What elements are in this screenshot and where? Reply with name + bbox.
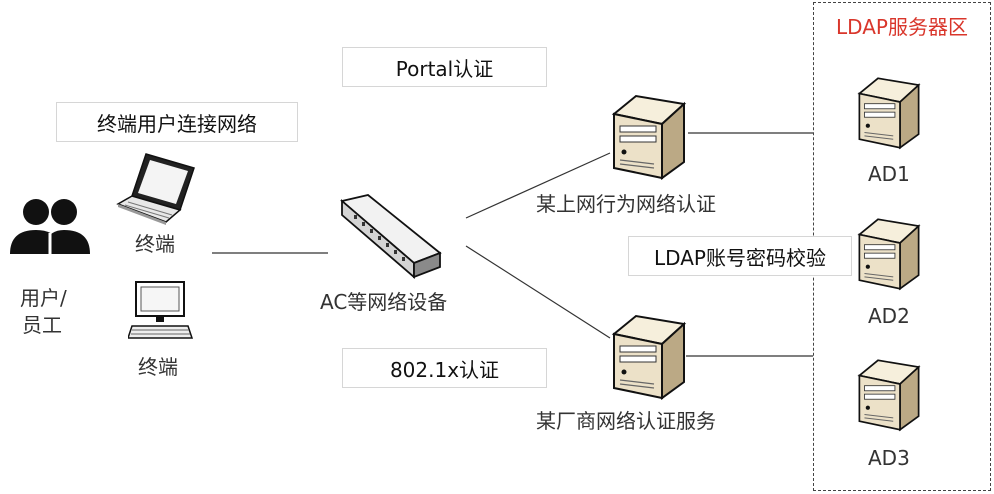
desktop-icon (128, 281, 194, 339)
user-label-line2: 员工 (22, 313, 62, 337)
desktop-terminal-label: 终端 (138, 355, 178, 379)
portal-auth-box: Portal认证 (342, 47, 547, 87)
ldap-check-box: LDAP账号密码校验 (628, 236, 852, 276)
ldap-zone-title: LDAP服务器区 (836, 15, 968, 39)
server-icon (611, 314, 687, 400)
ad2-label: AD2 (868, 304, 910, 328)
user-label-line1: 用户/ (20, 286, 67, 310)
behavior-auth-label: 某上网行为网络认证 (536, 192, 716, 216)
server-icon (857, 77, 921, 150)
server-icon (857, 359, 921, 432)
server-icon (611, 94, 687, 180)
terminal-connect-box: 终端用户连接网络 (56, 102, 298, 142)
dot1x-auth-box: 802.1x认证 (342, 348, 547, 388)
laptop-terminal-label: 终端 (135, 232, 175, 256)
ac-to-behavior-server-line (465, 152, 611, 219)
ac-device-label: AC等网络设备 (320, 290, 448, 314)
network-switch-icon (340, 194, 442, 279)
ad3-label: AD3 (868, 446, 910, 470)
users-icon (10, 199, 90, 254)
ac-to-vendor-server-line (465, 245, 611, 339)
laptop-icon (116, 153, 195, 225)
server-icon (857, 218, 921, 291)
ad1-label: AD1 (868, 162, 910, 186)
vendor-auth-label: 某厂商网络认证服务 (536, 409, 716, 433)
